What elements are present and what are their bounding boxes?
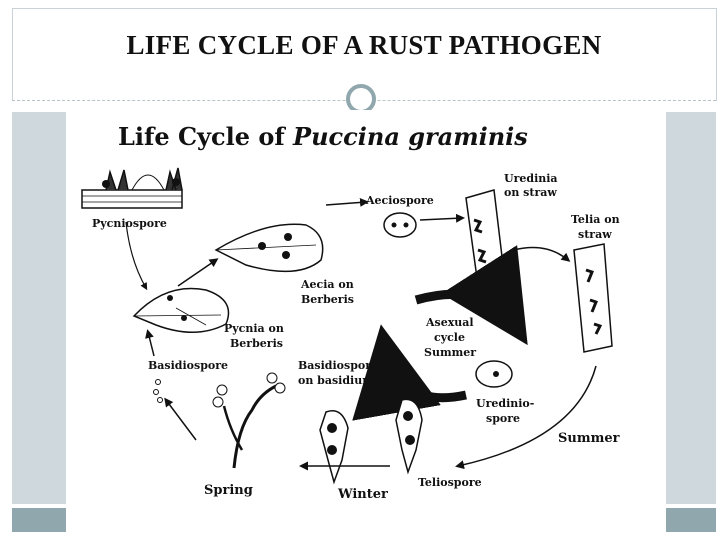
urediniospore-illustration bbox=[475, 360, 513, 388]
teliospore-illustration-2 bbox=[395, 398, 423, 475]
label-uredinia-2: on straw bbox=[504, 186, 557, 199]
label-pycnia-2: Berberis bbox=[230, 337, 283, 350]
right-side-band bbox=[666, 112, 716, 504]
label-asexual-3: Summer bbox=[424, 346, 476, 359]
arrow-telia-to-teliospore bbox=[455, 365, 597, 470]
title-frame bbox=[12, 8, 717, 101]
basidium-illustration bbox=[212, 372, 286, 469]
label-aecia-2: Berberis bbox=[301, 293, 354, 306]
aecia-leaf-illustration bbox=[214, 223, 324, 273]
label-uredinia-1: Uredinia bbox=[504, 172, 558, 185]
asexual-cycle-arrow-left bbox=[352, 324, 467, 421]
diagram-canvas: Life Cycle of Puccina graminis Pycniospo… bbox=[81, 122, 620, 502]
label-basidiospore: Basidiospore bbox=[148, 359, 228, 372]
label-urediniospore-2: spore bbox=[486, 412, 520, 425]
label-basidiospores-2: on basidium bbox=[298, 374, 374, 387]
arrow-basidiospore-to-pycnia bbox=[145, 329, 155, 357]
label-urediniospore-1: Uredinio- bbox=[476, 397, 534, 410]
teliospore-illustration-1 bbox=[319, 410, 349, 485]
asexual-cycle-arrow-right bbox=[414, 245, 528, 346]
arrow-aecia-to-aeciospore bbox=[325, 197, 369, 207]
label-aeciospore: Aeciospore bbox=[365, 194, 434, 207]
aeciospore-illustration bbox=[383, 212, 417, 238]
label-summer: Summer bbox=[558, 431, 620, 446]
uredinia-straw-illustration bbox=[465, 189, 507, 302]
label-pycniospore: Pycniospore bbox=[92, 217, 167, 230]
label-asexual-1: Asexual bbox=[425, 316, 474, 329]
right-bottom-band bbox=[666, 508, 716, 532]
label-basidiospores-1: Basidiospores bbox=[298, 359, 384, 372]
label-telia-1: Telia on bbox=[571, 213, 620, 226]
life-cycle-diagram: Life Cycle of Puccina graminis Pycniospo… bbox=[66, 110, 666, 528]
arrow-spring-to-basidiospore bbox=[164, 397, 197, 441]
label-asexual-2: cycle bbox=[434, 331, 465, 344]
label-teliospore: Teliospore bbox=[418, 476, 482, 489]
arrow-pycnia-to-aecia bbox=[177, 258, 219, 287]
label-pycnia-1: Pycnia on bbox=[224, 322, 284, 335]
slide-title: LIFE CYCLE OF A RUST PATHOGEN bbox=[126, 30, 602, 60]
label-spring: Spring bbox=[204, 483, 253, 498]
label-winter: Winter bbox=[337, 487, 388, 502]
left-bottom-band bbox=[12, 508, 66, 532]
basidiospore-dots bbox=[153, 379, 163, 403]
pycniospore-illustration bbox=[81, 167, 183, 209]
label-telia-2: straw bbox=[578, 228, 612, 241]
left-side-band bbox=[12, 112, 66, 504]
telia-straw-illustration bbox=[573, 243, 613, 353]
arrow-pycniospore-to-pycnia bbox=[125, 221, 148, 291]
diagram-title: Life Cycle of Puccina graminis bbox=[118, 122, 528, 151]
pycnia-leaf-illustration bbox=[132, 287, 230, 333]
arrow-aeciospore-to-uredinia bbox=[419, 213, 465, 223]
arrow-uredinia-to-telia bbox=[513, 246, 571, 262]
label-aecia-1: Aecia on bbox=[300, 278, 354, 291]
